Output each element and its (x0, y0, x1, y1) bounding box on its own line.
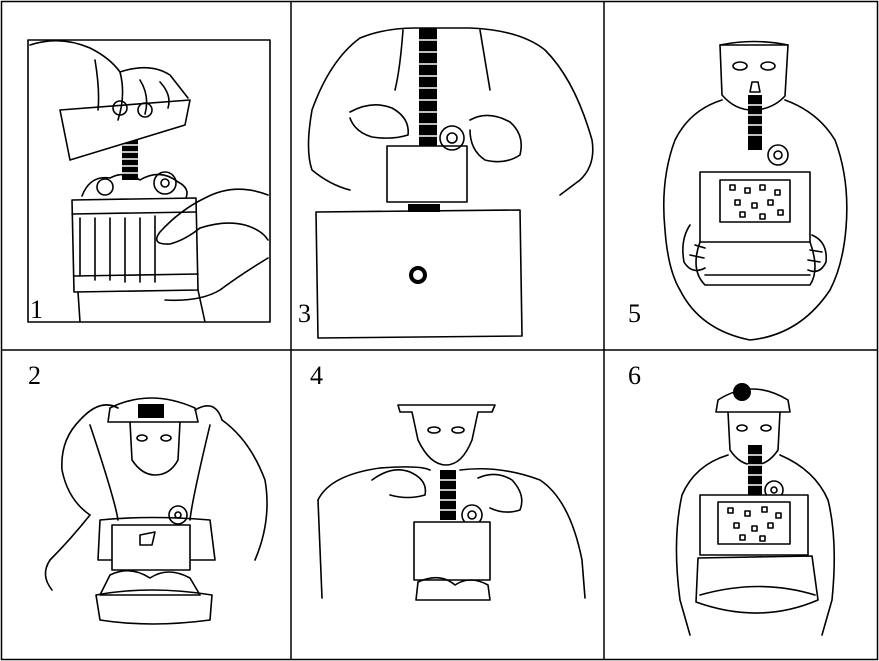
panel-number-2: 2 (28, 361, 41, 390)
self-rescuer-body (700, 172, 810, 242)
self-rescuer-body (414, 522, 490, 580)
self-rescuer-body (700, 495, 808, 555)
upper-hand (30, 41, 190, 160)
breathing-bag-icon (696, 556, 818, 613)
breathing-bag-icon (696, 242, 815, 285)
container-cover (316, 210, 522, 338)
self-rescuer-body (112, 525, 190, 570)
panel-number-5: 5 (628, 299, 641, 328)
panel-6: 6 (628, 361, 834, 635)
panel-4: 4 (310, 361, 585, 600)
panel-1: 1 (28, 40, 270, 324)
self-rescuer-case (72, 198, 198, 292)
panel-number-4: 4 (310, 361, 323, 390)
panel-number-6: 6 (628, 361, 641, 390)
self-rescuer-body (387, 146, 467, 202)
panel-3: 3 (298, 28, 593, 338)
panel-number-3: 3 (298, 299, 311, 328)
panel-number-1: 1 (30, 295, 43, 324)
helmet-lamp-icon (716, 389, 790, 412)
panel-2: 2 (28, 361, 267, 624)
panel-5: 5 (628, 42, 847, 341)
